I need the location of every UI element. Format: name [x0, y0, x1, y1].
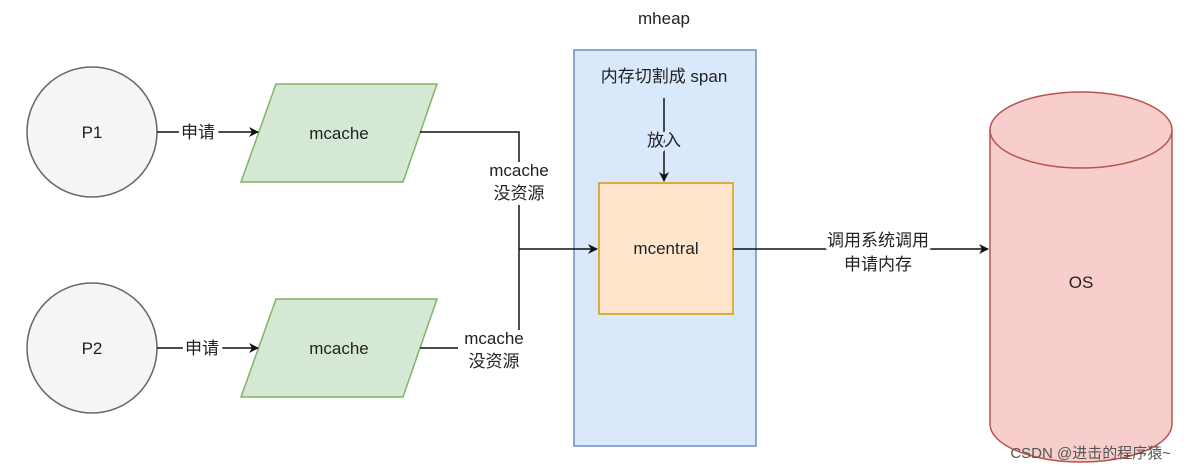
watermark: CSDN @进击的程序猿~ [1010, 445, 1171, 462]
mcache2-empty-label-line1: mcache [464, 329, 524, 348]
mcentral-label: mcentral [633, 239, 698, 258]
process-p1-label: P1 [82, 123, 103, 142]
mcache2-empty-label-line2: 没资源 [469, 352, 520, 371]
edge-mcache1-connector [420, 131, 520, 162]
syscall-label-line1: 调用系统调用 [827, 231, 929, 250]
edge-p2-request-label: 申请 [185, 339, 219, 358]
os-node [989, 91, 1173, 463]
mcache-node-1 [239, 83, 439, 183]
os-cylinder-body [989, 130, 1173, 463]
mcache1-empty-label-line1: mcache [489, 161, 549, 180]
edge-p1-request-label: 申请 [181, 123, 215, 142]
process-p2-label: P2 [82, 339, 103, 358]
os-label: OS [1069, 273, 1094, 292]
os-cylinder-top [989, 91, 1173, 169]
span-cut-label: 内存切割成 span [601, 67, 728, 86]
mheap-title: mheap [638, 9, 690, 28]
mcache1-empty-label-line2: 没资源 [494, 184, 545, 203]
mcache-1-label: mcache [309, 124, 369, 143]
mcache-node-2 [239, 298, 439, 398]
put-label: 放入 [647, 131, 681, 150]
mcentral-node [598, 182, 734, 315]
mcache-2-label: mcache [309, 339, 369, 358]
syscall-label-line2: 申请内存 [844, 255, 912, 274]
